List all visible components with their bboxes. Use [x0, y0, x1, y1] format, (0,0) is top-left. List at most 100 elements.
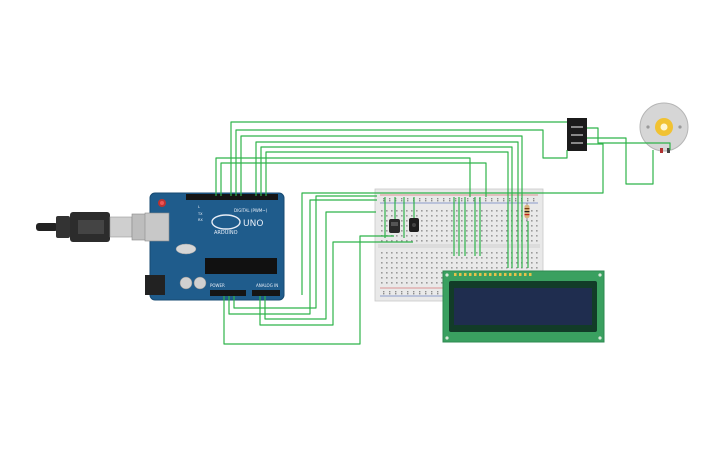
breadboard-hole [496, 210, 498, 212]
arduino-uno-board[interactable]: ARDUINO UNO DIGITAL (PWM~) POWER ANALOG … [144, 192, 285, 301]
breadboard-rail-hole [491, 198, 493, 200]
breadboard-hole [436, 272, 438, 274]
breadboard-hole [501, 235, 503, 237]
breadboard-hole [506, 235, 508, 237]
breadboard-hole [436, 230, 438, 232]
wire[interactable] [301, 143, 604, 295]
breadboard-hole [436, 252, 438, 254]
breadboard-hole [506, 257, 508, 259]
lcd-pin [519, 273, 522, 276]
breadboard-hole [381, 267, 383, 269]
wire[interactable] [587, 137, 654, 185]
breadboard-rail-hole [503, 198, 505, 200]
breadboard-hole [531, 262, 533, 264]
breadboard-hole [481, 225, 483, 227]
breadboard-rail-hole [461, 198, 463, 200]
breadboard-hole [396, 215, 398, 217]
breadboard-hole [466, 235, 468, 237]
breadboard-hole [461, 262, 463, 264]
breadboard-hole [516, 220, 518, 222]
breadboard-hole [406, 267, 408, 269]
motor-driver-icon[interactable] [567, 118, 587, 151]
dc-motor-icon[interactable] [639, 102, 689, 153]
breadboard-hole [456, 252, 458, 254]
breadboard-hole [436, 225, 438, 227]
breadboard-rail-hole [509, 200, 511, 202]
breadboard-hole [531, 210, 533, 212]
breadboard-hole [496, 235, 498, 237]
breadboard-hole [411, 282, 413, 284]
wire[interactable] [223, 235, 394, 345]
breadboard-hole [441, 215, 443, 217]
breadboard-hole [516, 252, 518, 254]
breadboard-hole [426, 257, 428, 259]
breadboard-hole [381, 215, 383, 217]
breadboard-hole [486, 252, 488, 254]
breadboard-hole [516, 240, 518, 242]
wire[interactable] [260, 146, 513, 268]
breadboard-rail-hole [419, 291, 421, 293]
breadboard-rail-hole [383, 198, 385, 200]
breadboard-hole [496, 267, 498, 269]
breadboard-hole [406, 252, 408, 254]
breadboard-hole [516, 215, 518, 217]
breadboard-hole [456, 215, 458, 217]
breadboard-hole [421, 267, 423, 269]
breadboard-hole [441, 225, 443, 227]
breadboard-hole [426, 225, 428, 227]
breadboard-hole [451, 215, 453, 217]
lcd-display[interactable] [442, 270, 605, 343]
breadboard-hole [466, 225, 468, 227]
breadboard-rail-hole [515, 198, 517, 200]
breadboard-hole [411, 257, 413, 259]
breadboard-hole [381, 240, 383, 242]
breadboard-hole [526, 262, 528, 264]
breadboard-hole [441, 235, 443, 237]
breadboard-hole [476, 210, 478, 212]
temperature-sensor-icon[interactable] [389, 219, 400, 233]
breadboard-hole [431, 272, 433, 274]
breadboard-hole [401, 267, 403, 269]
breadboard-hole [406, 240, 408, 242]
breadboard-hole [501, 257, 503, 259]
breadboard-rail-hole [401, 293, 403, 295]
breadboard-hole [386, 267, 388, 269]
breadboard-hole [506, 210, 508, 212]
breadboard-hole [461, 257, 463, 259]
breadboard-rail-hole [419, 200, 421, 202]
breadboard-hole [501, 262, 503, 264]
breadboard-hole [416, 257, 418, 259]
breadboard-hole [396, 272, 398, 274]
breadboard-hole [441, 230, 443, 232]
wire[interactable] [587, 127, 671, 150]
breadboard-hole [486, 215, 488, 217]
wire[interactable] [264, 211, 376, 320]
usb-cable-icon[interactable] [36, 212, 157, 242]
wire[interactable] [215, 157, 471, 197]
wire[interactable] [228, 199, 377, 315]
wire[interactable] [233, 195, 377, 309]
breadboard-hole [396, 235, 398, 237]
wire[interactable] [259, 241, 413, 326]
wire[interactable] [230, 121, 567, 196]
breadboard-hole [391, 282, 393, 284]
breadboard-hole [451, 262, 453, 264]
breadboard-hole [406, 215, 408, 217]
breadboard-hole [401, 225, 403, 227]
breadboard-hole [526, 252, 528, 254]
resistor-icon[interactable] [524, 203, 530, 221]
wire[interactable] [220, 162, 487, 197]
breadboard-hole [401, 235, 403, 237]
breadboard-rail-hole [389, 200, 391, 202]
breadboard-hole [481, 215, 483, 217]
wire[interactable] [235, 129, 568, 196]
breadboard-hole [456, 225, 458, 227]
breadboard-hole [426, 230, 428, 232]
temperature-sensor-icon[interactable] [409, 218, 419, 232]
breadboard-hole [391, 240, 393, 242]
wire[interactable] [265, 151, 509, 268]
wire[interactable] [240, 135, 523, 268]
breadboard-hole [536, 215, 538, 217]
wire[interactable] [255, 141, 519, 268]
breadboard-hole [471, 257, 473, 259]
